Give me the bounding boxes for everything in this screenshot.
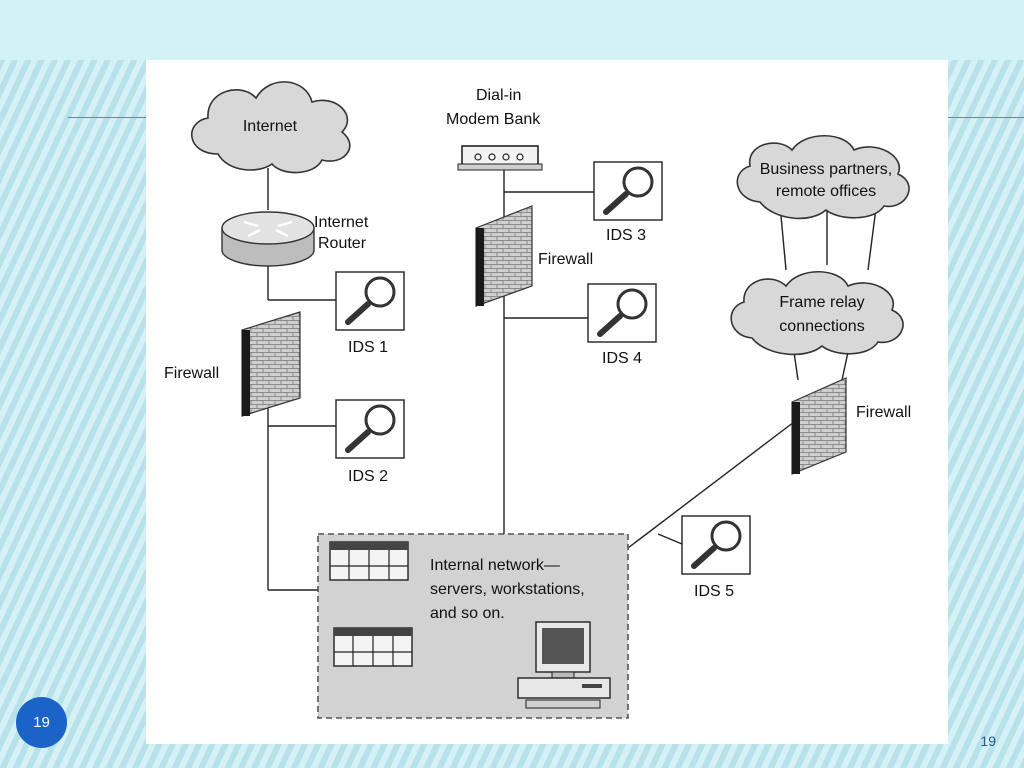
- magnifier-icon: [603, 166, 654, 215]
- router-label-line1: Internet: [314, 214, 369, 231]
- ids1-label: IDS 1: [348, 339, 388, 356]
- internet-label: Internet: [243, 118, 298, 135]
- router-arrows-icon: [243, 220, 293, 238]
- firewall-left: Firewall: [164, 311, 301, 417]
- router-label-line2: Router: [318, 235, 367, 252]
- network-diagram: Internet Internet Router Firewall IDS 1: [164, 81, 911, 719]
- magnifier-icon: [691, 520, 742, 569]
- partners-label-line2: remote offices: [776, 183, 876, 200]
- internal-label-line1: Internal network—: [430, 557, 560, 574]
- internet-cloud: Internet: [191, 81, 351, 174]
- ids1-sensor: IDS 1: [335, 271, 405, 356]
- internal-label-line2: servers, workstations,: [430, 581, 585, 598]
- server-rack-icon: [333, 627, 413, 667]
- internet-router: Internet Router: [221, 211, 369, 267]
- magnifier-icon: [597, 288, 648, 337]
- ids4-label: IDS 4: [602, 350, 642, 367]
- internal-label-line3: and so on.: [430, 605, 505, 622]
- top-band: [0, 0, 1024, 60]
- frame-relay-cloud: Frame relay connections: [730, 270, 904, 356]
- firewall-mid: Firewall: [475, 205, 593, 307]
- magnifier-icon: [345, 404, 396, 453]
- workstation-icon: [517, 621, 611, 709]
- firewall-left-label: Firewall: [164, 365, 219, 382]
- firewall-mid-label: Firewall: [538, 251, 593, 268]
- partners-cloud: Business partners, remote offices: [736, 134, 910, 220]
- ids5-sensor: IDS 5: [681, 515, 751, 600]
- ids4-sensor: IDS 4: [587, 283, 657, 367]
- accent-line-right: [948, 117, 1024, 118]
- modem-label-line1: Dial-in: [476, 87, 521, 104]
- slide-number-badge: 19: [16, 697, 67, 748]
- firewall-right: Firewall: [791, 377, 911, 475]
- magnifier-icon: [345, 276, 396, 325]
- server-rack-icon: [329, 541, 409, 581]
- modem-led-icon: [474, 153, 524, 161]
- modem-label-line2: Modem Bank: [446, 111, 541, 128]
- frame-label-line1: Frame relay: [779, 294, 864, 311]
- ids2-sensor: IDS 2: [335, 399, 405, 485]
- firewall-right-label: Firewall: [856, 404, 911, 421]
- ids2-label: IDS 2: [348, 468, 388, 485]
- accent-line-left: [68, 117, 148, 118]
- connection-lines: [267, 168, 877, 591]
- modem-bank: Dial-in Modem Bank: [446, 87, 543, 171]
- ids3-sensor: IDS 3: [593, 161, 663, 244]
- ids3-label: IDS 3: [606, 227, 646, 244]
- partners-label-line1: Business partners,: [760, 161, 893, 178]
- ids5-label: IDS 5: [694, 583, 734, 600]
- slide-panel: Internet Internet Router Firewall IDS 1: [146, 60, 948, 744]
- page-number: 19: [980, 733, 996, 749]
- internal-network: Internal network— servers, workstations,…: [317, 533, 629, 719]
- frame-label-line2: connections: [779, 318, 864, 335]
